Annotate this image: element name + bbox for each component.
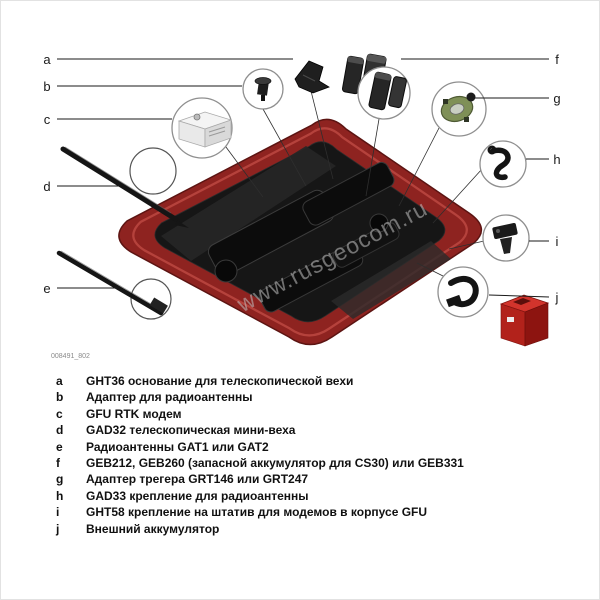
legend-text: GAD32 телескопическая мини-веха: [86, 423, 296, 438]
legend-letter: i: [56, 505, 60, 520]
legend-text: Радиоантенны GAT1 или GAT2: [86, 439, 269, 454]
legend-item-i: i GHT58 крепление на штатив для модемов …: [56, 506, 585, 519]
legend-letter: b: [56, 390, 64, 405]
foam-compartments: [161, 146, 451, 319]
detail-ring-lower: [130, 278, 172, 320]
legend-text: GEB212, GEB260 (запасной аккумулятор для…: [86, 455, 464, 470]
part-position-lines: [222, 90, 485, 278]
external-battery-icon: [499, 294, 550, 347]
mini-pole-icon: [60, 146, 189, 228]
legend-item-e: e Радиоантенны GAT1 или GAT2: [56, 439, 585, 454]
legend-item-h: h GAD33 крепление для радиоантенны: [56, 488, 585, 503]
legend-item-b: b Адаптер для радиоантенны: [56, 391, 585, 404]
legend-text: GHT58 крепление на штатив для модемов в …: [86, 505, 428, 520]
callout-letter-h: h: [553, 152, 560, 167]
legend-item-d: d GAD32 телескопическая мини-веха: [56, 424, 585, 437]
legend-letter: j: [56, 521, 60, 536]
antenna-adapter-icon: [242, 68, 284, 110]
legend-letter: e: [56, 439, 63, 454]
callout-letter-i: i: [556, 234, 559, 249]
gfu-modem-icon: [171, 97, 233, 159]
legend-item-f: f GEB212, GEB260 (запасной аккумулятор д…: [56, 455, 585, 470]
callout-letter-c: c: [44, 112, 51, 127]
radio-antenna-icon: [56, 250, 168, 316]
batteries-icon: [341, 53, 411, 120]
callout-letter-d: d: [43, 179, 50, 194]
battery-clamp-icon: [437, 266, 489, 318]
legend-text: GAD33 крепление для радиоантенны: [86, 488, 309, 503]
legend-text: Адаптер для радиоантенны: [86, 390, 253, 405]
antenna-mount-icon: [479, 140, 527, 188]
callout-letter-g: g: [553, 91, 560, 106]
legend-item-a: a GHT36 основание для телескопической ве…: [56, 375, 585, 388]
callout-letter-j: j: [555, 290, 559, 305]
legend-letter: g: [56, 472, 64, 487]
legend-letter: c: [56, 406, 63, 421]
pole-base-icon: [294, 60, 330, 94]
case-rim-highlight: [132, 127, 468, 337]
legend-letter: f: [56, 455, 60, 470]
tripod-clamp-icon: [482, 214, 530, 262]
legend-text: GHT36 основание для телескопической вехи: [86, 374, 354, 388]
equipment-case-diagram: a b c d e f g h i j www.rusgeocom.ru 008…: [43, 52, 560, 360]
figure-code: 008491_802: [51, 353, 90, 360]
legend-letter: d: [56, 423, 64, 438]
callout-letter-b: b: [43, 79, 50, 94]
callout-letters: a b c d e f g h i j: [43, 52, 560, 305]
detail-ring-left: [129, 147, 177, 195]
transport-case: [118, 118, 483, 346]
legend-item-g: g Адаптер трегера GRT146 или GRT247: [56, 473, 585, 486]
legend: a GHT36 основание для телескопической ве…: [56, 375, 585, 539]
tribrach-adapter-icon: [431, 81, 487, 137]
callout-letter-f: f: [555, 52, 559, 67]
legend-item-c: c GFU RTK модем: [56, 406, 585, 421]
legend-text: Внешний аккумулятор: [86, 521, 220, 536]
legend-letter: a: [56, 374, 63, 388]
legend-item-j: j Внешний аккумулятор: [56, 521, 585, 536]
legend-letter: h: [56, 488, 64, 503]
legend-text: Адаптер трегера GRT146 или GRT247: [86, 472, 309, 487]
callout-letter-a: a: [43, 52, 51, 67]
legend-text: GFU RTK модем: [86, 406, 182, 421]
leader-lines: [57, 58, 550, 298]
callout-letter-e: e: [43, 281, 50, 296]
